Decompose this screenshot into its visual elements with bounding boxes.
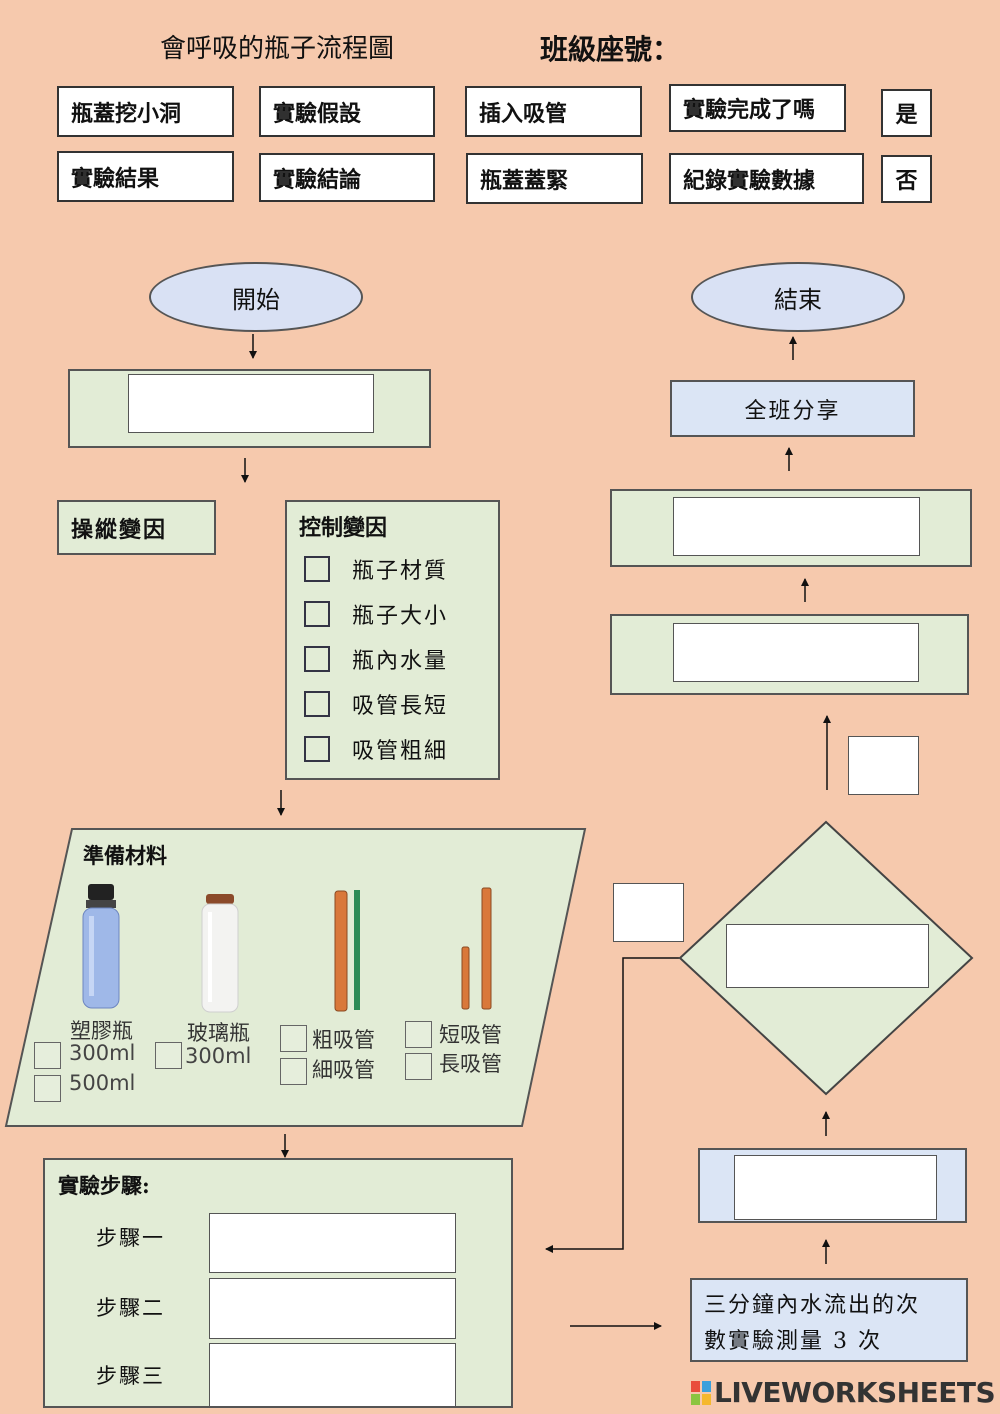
thin-straw-label: 細吸管 (312, 1054, 375, 1084)
card-cap-tighten[interactable]: 瓶蓋蓋緊 (466, 153, 643, 204)
card-hypothesis[interactable]: 實驗假設 (259, 86, 435, 137)
yes-slot[interactable] (848, 736, 919, 795)
card-bottle-cap-hole[interactable]: 瓶蓋挖小洞 (57, 86, 234, 137)
short-long-straw-icon (460, 885, 500, 1012)
checkbox[interactable] (304, 556, 330, 582)
plastic-500-checkbox[interactable] (34, 1075, 61, 1102)
start-label: 開始 (232, 280, 280, 315)
checkbox[interactable] (304, 736, 330, 762)
plastic-500-label: 500ml (69, 1071, 135, 1095)
cv-item-straw-length: 吸管長短 (304, 681, 498, 726)
start-terminal: 開始 (149, 262, 363, 332)
decision-slot[interactable] (726, 924, 929, 988)
cv-item-bottle-material: 瓶子材質 (304, 546, 498, 591)
cv-item-label: 瓶子材質 (352, 553, 448, 585)
card-experiment-done[interactable]: 實驗完成了嗎 (669, 84, 846, 132)
checkbox[interactable] (304, 601, 330, 627)
step1-slot[interactable] (209, 1213, 456, 1273)
thin-straw-checkbox[interactable] (280, 1058, 307, 1085)
controlled-variable-box: 控制變因 瓶子材質 瓶子大小 瓶內水量 吸管長短 吸管粗細 (285, 500, 500, 780)
plastic-300-label: 300ml (69, 1041, 135, 1065)
plastic-300-checkbox[interactable] (34, 1042, 61, 1069)
measure-line-1: 三分鐘內水流出的次 (704, 1288, 954, 1324)
liveworksheets-logo: LIVEWORKSHEETS (690, 1376, 995, 1409)
long-straw-checkbox[interactable] (405, 1053, 432, 1080)
measure-box: 三分鐘內水流出的次 數實驗測量 3 次 (690, 1278, 968, 1362)
end-label: 結束 (774, 280, 822, 315)
step2-label: 步驟二 (96, 1292, 165, 1322)
card-yes[interactable]: 是 (881, 89, 932, 137)
share-box: 全班分享 (670, 380, 915, 437)
cv-item-label: 吸管粗細 (352, 733, 448, 765)
step1-label: 步驟一 (96, 1222, 165, 1252)
thick-straw-label: 粗吸管 (312, 1024, 375, 1054)
glass-300-label: 300ml (185, 1044, 251, 1068)
cv-item-water-amount: 瓶內水量 (304, 636, 498, 681)
card-insert-straw[interactable]: 插入吸管 (465, 86, 642, 137)
worksheet-title: 會呼吸的瓶子流程圖 (160, 28, 394, 65)
glass-bottle-icon (200, 892, 240, 1014)
manipulated-variable-box: 操縱變因 (57, 500, 216, 555)
logo-text: LIVEWORKSHEETS (714, 1376, 995, 1409)
no-slot[interactable] (613, 883, 684, 942)
cv-item-label: 瓶內水量 (352, 643, 448, 675)
end-terminal: 結束 (691, 262, 905, 332)
drop-slot-conclusion[interactable] (673, 497, 920, 556)
drop-slot-1[interactable] (128, 374, 374, 433)
short-straw-checkbox[interactable] (405, 1021, 432, 1048)
short-straw-label: 短吸管 (439, 1019, 502, 1049)
materials-title: 準備材料 (83, 840, 167, 870)
cv-item-label: 吸管長短 (352, 688, 448, 720)
card-conclusion[interactable]: 實驗結論 (259, 153, 435, 202)
checkbox[interactable] (304, 691, 330, 717)
steps-title: 實驗步驟: (58, 1170, 150, 1200)
card-result[interactable]: 實驗結果 (57, 151, 234, 202)
glass-300-checkbox[interactable] (155, 1042, 182, 1069)
step2-slot[interactable] (209, 1278, 456, 1339)
card-no[interactable]: 否 (881, 155, 932, 203)
checkbox[interactable] (304, 646, 330, 672)
drop-slot-result[interactable] (673, 623, 919, 682)
thick-thin-straw-icon (330, 888, 370, 1013)
cv-item-bottle-size: 瓶子大小 (304, 591, 498, 636)
thick-straw-checkbox[interactable] (280, 1025, 307, 1052)
measure-line-2: 數實驗測量 3 次 (704, 1324, 954, 1360)
cv-item-straw-thickness: 吸管粗細 (304, 726, 498, 771)
controlled-variable-title: 控制變因 (299, 510, 498, 542)
glass-bottle-label: 玻璃瓶 (187, 1017, 250, 1047)
cv-item-label: 瓶子大小 (352, 598, 448, 630)
drop-slot-record[interactable] (734, 1155, 937, 1220)
long-straw-label: 長吸管 (439, 1048, 502, 1078)
card-record-data[interactable]: 紀錄實驗數據 (669, 153, 864, 204)
step3-label: 步驟三 (96, 1360, 165, 1390)
plastic-bottle-icon (80, 882, 122, 1012)
step3-slot[interactable] (209, 1343, 456, 1407)
logo-mark-icon (690, 1380, 712, 1406)
class-seat-label: 班級座號： (540, 28, 680, 68)
